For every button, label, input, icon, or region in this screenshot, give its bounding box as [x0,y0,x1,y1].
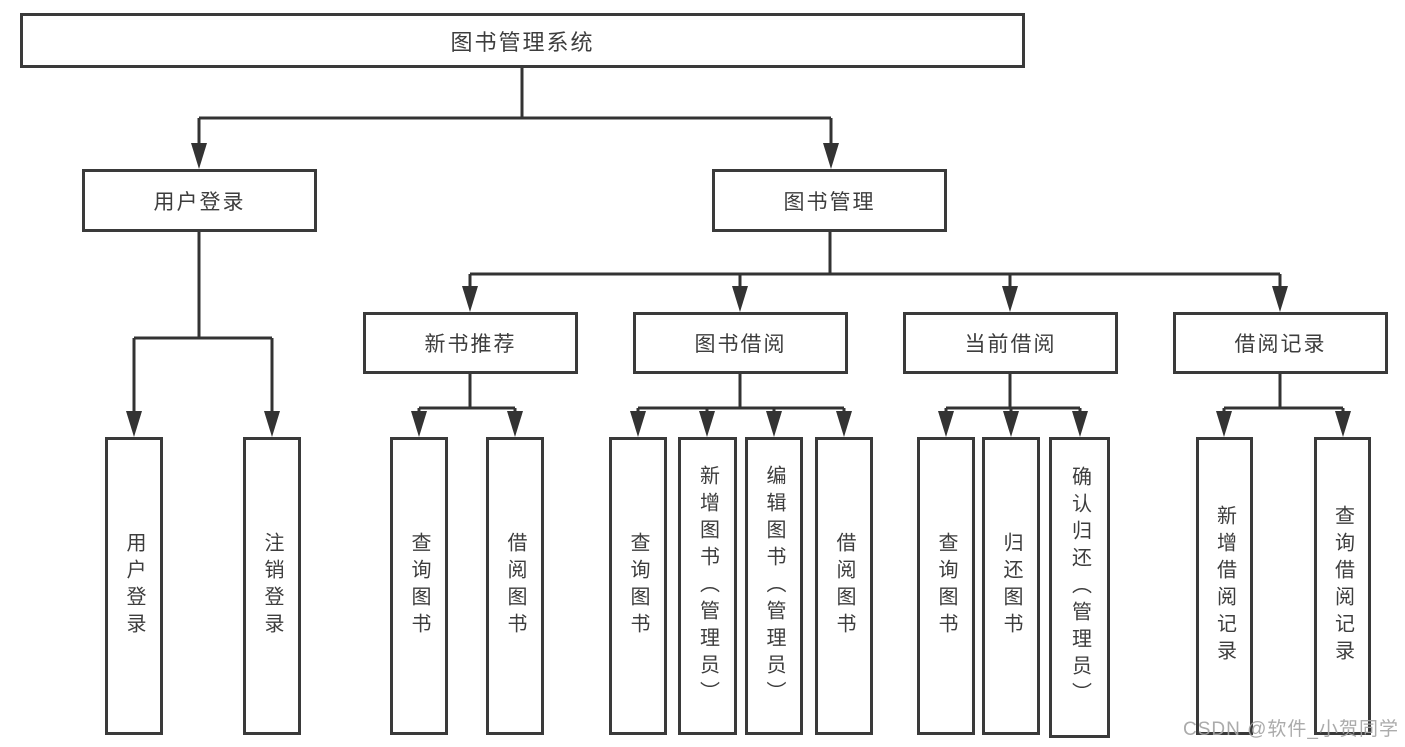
arrowhead [823,143,839,169]
node-current-borrow-label: 当前借阅 [964,333,1057,356]
leaf-recommend-borrow-books: 借阅图书 [486,437,544,735]
leaf-user-login: 用户登录 [105,437,163,735]
arrowhead [630,411,646,437]
leaf-user-login-label: 用户登录 [123,532,145,640]
node-borrow-records-label: 借阅记录 [1234,333,1327,356]
connector-borrow-to-leaves [636,374,846,417]
arrowhead [411,411,427,437]
leaf-recommend-query-books: 查询图书 [390,437,448,735]
node-borrow-records: 借阅记录 [1173,312,1388,374]
connector-records-to-leaves [1222,374,1345,417]
node-new-book-recommend-label: 新书推荐 [424,333,517,356]
connector-book-mgmt-to-level3 [468,232,1282,292]
leaf-edit-books-admin-label: 编辑图书（管理员） [763,464,785,708]
leaf-add-books-admin: 新增图书（管理员） [678,437,737,735]
leaf-borrow-books-label: 借阅图书 [833,532,855,640]
leaf-add-borrow-record-label: 新增借阅记录 [1213,505,1236,667]
node-current-borrow: 当前借阅 [903,312,1118,374]
connector-root-to-level2 [197,68,833,149]
arrowhead [1216,411,1232,437]
node-user-login: 用户登录 [82,169,317,232]
connector-user-login-to-leaves [132,232,274,417]
node-user-login-label: 用户登录 [153,190,246,214]
leaf-borrow-query-books: 查询图书 [609,437,667,735]
leaf-logout: 注销登录 [243,437,301,735]
arrowhead [732,286,748,312]
leaf-borrow-query-books-label: 查询图书 [627,532,649,640]
arrowheads [126,143,1351,437]
arrowhead [699,411,715,437]
leaf-query-borrow-record: 查询借阅记录 [1314,437,1371,735]
arrowhead [264,411,280,437]
arrowhead [1272,286,1288,312]
arrowhead [836,411,852,437]
leaf-confirm-return-admin: 确认归还（管理员） [1049,437,1110,738]
csdn-watermark: CSDN @软件_小贺同学 [1183,719,1399,740]
leaf-return-books: 归还图书 [982,437,1040,735]
leaf-logout-label: 注销登录 [261,532,283,640]
leaf-borrow-books: 借阅图书 [815,437,873,735]
leaf-return-books-label: 归还图书 [1000,532,1022,640]
node-new-book-recommend: 新书推荐 [363,312,578,374]
leaf-add-books-admin-label: 新增图书（管理员） [696,464,719,708]
leaf-recommend-borrow-books-label: 借阅图书 [504,532,526,640]
node-book-borrow: 图书借阅 [633,312,848,374]
leaf-add-borrow-record: 新增借阅记录 [1196,437,1253,735]
arrowhead [1002,286,1018,312]
connector-current-to-leaves [944,374,1082,417]
arrowhead [1072,411,1088,437]
node-book-management-label: 图书管理 [783,190,876,214]
connector-recommend-to-leaves [417,374,517,417]
node-root-label: 图书管理系统 [450,29,595,55]
node-root-library-system: 图书管理系统 [20,13,1025,68]
leaf-recommend-query-books-label: 查询图书 [408,532,430,640]
leaf-current-query-books: 查询图书 [917,437,975,735]
leaf-confirm-return-admin-label: 确认归还（管理员） [1068,466,1091,709]
node-book-management: 图书管理 [712,169,947,232]
arrowhead [462,286,478,312]
arrowhead [766,411,782,437]
arrowhead [191,143,207,169]
arrowhead [1003,411,1019,437]
leaf-query-borrow-record-label: 查询借阅记录 [1331,505,1354,667]
node-book-borrow-label: 图书借阅 [694,333,787,356]
leaf-current-query-books-label: 查询图书 [935,532,957,640]
arrowhead [938,411,954,437]
leaf-edit-books-admin: 编辑图书（管理员） [745,437,803,735]
arrowhead [507,411,523,437]
arrowhead [126,411,142,437]
arrowhead [1335,411,1351,437]
